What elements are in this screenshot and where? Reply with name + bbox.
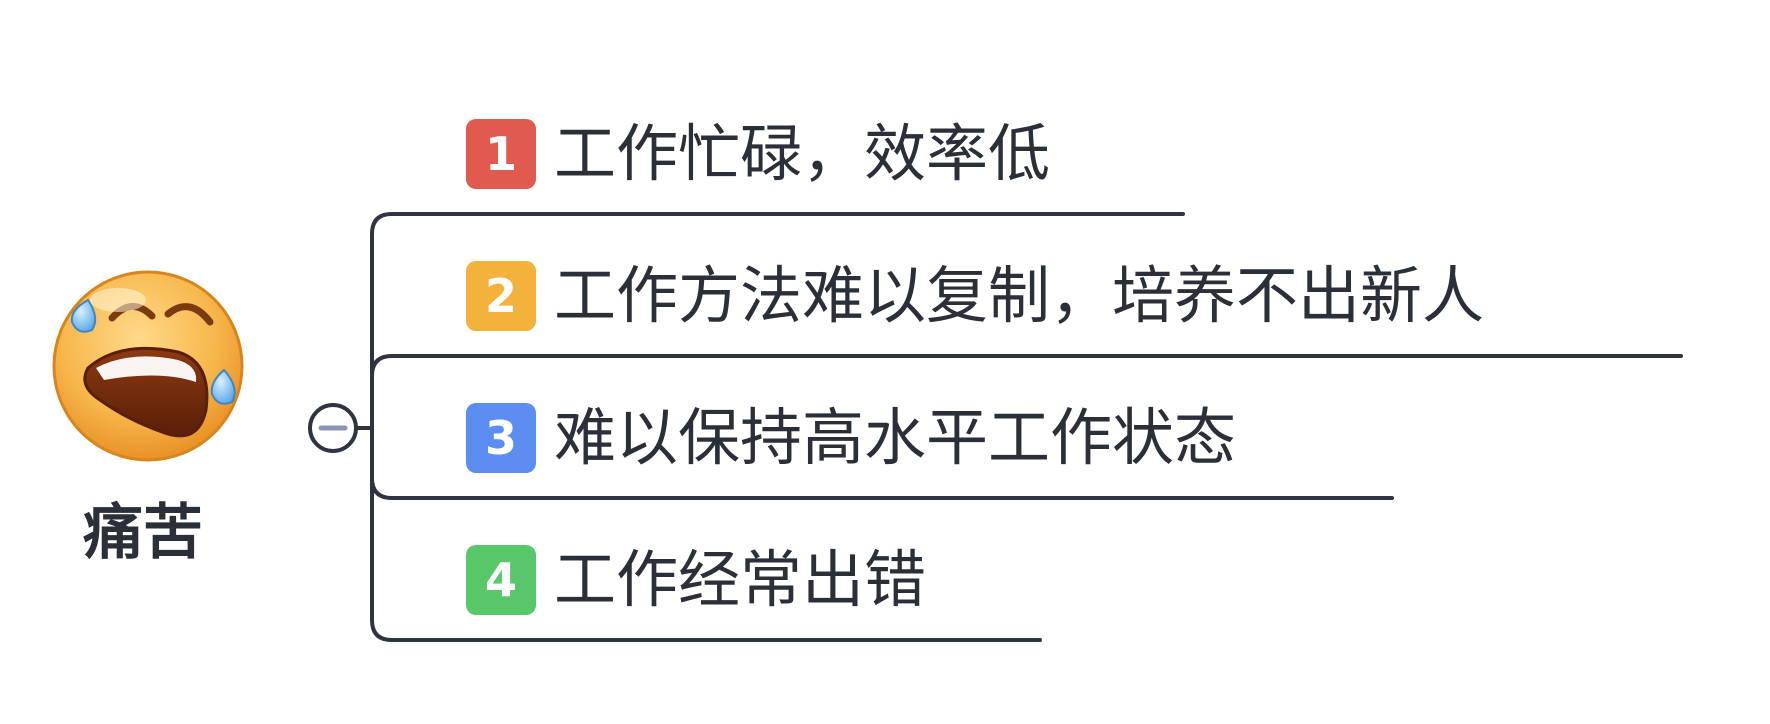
branch-line-1	[370, 212, 1185, 430]
branch-topic-3[interactable]: 3 难以保持高水平工作状态	[466, 402, 1236, 474]
priority-badge-2: 2	[466, 261, 536, 331]
branch-topic-4[interactable]: 4 工作经常出错	[466, 544, 926, 616]
crying-face-emoji-icon	[52, 270, 244, 462]
branch-label-2: 工作方法难以复制，培养不出新人	[554, 259, 1485, 332]
branch-label-1: 工作忙碌，效率低	[554, 117, 1051, 190]
branch-label-4: 工作经常出错	[554, 543, 927, 616]
branch-line-4	[370, 426, 1042, 642]
priority-badge-1: 1	[466, 119, 536, 189]
branch-line-2	[370, 354, 1683, 430]
branch-lines	[370, 212, 1683, 642]
root-topic-label[interactable]: 痛苦	[83, 498, 203, 568]
priority-badge-4: 4	[466, 545, 536, 615]
collapse-toggle-button[interactable]	[308, 403, 358, 453]
branch-topic-1[interactable]: 1 工作忙碌，效率低	[466, 118, 1050, 190]
branch-topic-2[interactable]: 2 工作方法难以复制，培养不出新人	[466, 260, 1484, 332]
branch-label-3: 难以保持高水平工作状态	[554, 401, 1237, 474]
priority-badge-3: 3	[466, 403, 536, 473]
